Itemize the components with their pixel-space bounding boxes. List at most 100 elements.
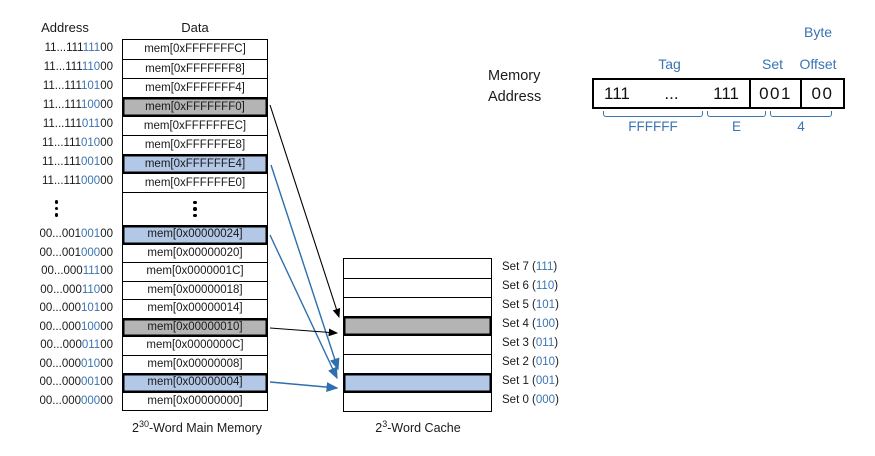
ellipsis-dot	[193, 207, 197, 211]
paren-close: )	[553, 261, 558, 273]
memory-address-label-line1: Memory	[488, 68, 541, 84]
address-set-bits: 110	[81, 61, 101, 73]
address-tag-bits: 11...111	[44, 42, 83, 54]
memory-address-label: Memory Address	[488, 66, 541, 108]
set-field: 001	[749, 80, 800, 107]
hex-digit-label-mid: E	[731, 119, 741, 134]
paren-open: (	[528, 356, 536, 368]
address-offset-bits: 00	[100, 246, 113, 259]
address-tag-bits: 11...111	[42, 80, 82, 92]
data-column-header: Data	[181, 20, 209, 35]
memory-address-label: 11...11110000	[0, 96, 113, 115]
cache-set-row	[344, 392, 491, 411]
address-set-bits: 100	[81, 99, 101, 111]
memory-data-cell: mem[0xFFFFFFF0]	[123, 97, 267, 116]
memory-address-label: 11...11101000	[0, 134, 113, 153]
address-tag-bits: 11...111	[42, 175, 82, 187]
address-tag-bits: 00...000	[39, 320, 82, 333]
hex-digit-label-low: 4	[797, 119, 805, 134]
paren-open: (	[528, 261, 536, 273]
mapping-arrow	[269, 234, 338, 380]
ellipsis-dot	[193, 213, 197, 218]
memory-data-cell: mem[0x00000014]	[123, 299, 267, 318]
address-set-bits: 100	[81, 320, 101, 333]
caption-suffix: -Word Cache	[387, 421, 461, 436]
mapping-arrow	[269, 327, 339, 337]
address-offset-bits: 00	[100, 394, 113, 407]
memory-address-label: 11...11101100	[0, 115, 113, 134]
cache-set-labels: Set 7 (111)Set 6 (110)Set 5 (101)Set 4 (…	[502, 258, 559, 410]
hex-brace-mid	[707, 111, 766, 117]
address-set-bits: 010	[81, 357, 101, 370]
set-index-bits: 001	[535, 375, 556, 387]
address-set-bits: 011	[81, 118, 101, 130]
address-tag-bits: 11...111	[42, 137, 82, 149]
set-name: Set 4	[502, 318, 529, 330]
paren-open: (	[528, 337, 536, 349]
memory-address-label: 00...00011000	[0, 281, 113, 300]
memory-address-label: 11...11111100	[0, 39, 113, 58]
cache-set-row	[344, 259, 491, 278]
address-set-bits: 001	[81, 376, 101, 388]
hex-digit-label-tag: FFFFFF	[628, 119, 678, 134]
set-name: Set 5	[502, 299, 529, 311]
memory-address-label: 00...00000000	[0, 392, 113, 411]
set-index-bits: 000	[535, 394, 556, 406]
address-offset-bits: 00	[100, 376, 113, 388]
memory-data-cell: mem[0x00000020]	[123, 243, 267, 263]
set-name: Set 6	[502, 280, 529, 292]
memory-data-cell: mem[0xFFFFFFEC]	[123, 116, 267, 135]
set-name: Set 0	[502, 394, 529, 406]
memory-data-cell: mem[0xFFFFFFFC]	[144, 43, 246, 55]
cache-set-row	[344, 335, 491, 354]
paren-close: )	[554, 280, 559, 292]
address-set-bits: 111	[82, 265, 101, 277]
cache-set-row	[344, 278, 491, 297]
memory-data-cell: mem[0x00000008]	[123, 354, 267, 374]
address-set-bits: 000	[81, 246, 101, 259]
address-offset-bits: 00	[100, 156, 113, 168]
paren-close: )	[555, 318, 559, 330]
tag-bits-left: 111	[604, 83, 630, 103]
address-offset-bits: 00	[100, 80, 113, 92]
set-index-bits: 110	[535, 280, 555, 292]
mapping-arrow	[270, 164, 340, 371]
address-column-header: Address	[41, 20, 89, 35]
address-tag-bits: 00...000	[40, 283, 82, 296]
memory-data-cell: mem[0x0000000C]	[123, 336, 267, 355]
set-index-bits: 011	[535, 337, 555, 349]
memory-address-box: 111 ... 111 001 00	[592, 78, 845, 109]
memory-address-label-line2: Address	[488, 89, 542, 105]
memory-data-cell: mem[0xFFFFFFF4]	[123, 78, 267, 97]
mapping-arrow	[269, 381, 339, 392]
set-index-bits: 111	[535, 261, 554, 273]
address-tag-bits: 00...000	[39, 357, 82, 370]
address-offset-bits: 00	[100, 339, 113, 351]
address-offset-bits: 00	[100, 357, 113, 370]
cache-set-label: Set 5 (101)	[502, 296, 559, 315]
set-name: Set 1	[502, 375, 529, 387]
set-label: Set	[761, 56, 783, 72]
byte-offset-field: 00	[800, 80, 843, 107]
address-offset-bits: 00	[100, 228, 113, 240]
paren-close: )	[555, 356, 559, 368]
memory-address-label: 11...11100100	[0, 153, 113, 172]
paren-open: (	[528, 375, 536, 387]
memory-data-cell: mem[0x00000004]	[123, 373, 267, 392]
memory-address-label: 11...11111000	[0, 58, 113, 77]
tag-field: 111 ... 111	[594, 80, 749, 107]
memory-data-cell: mem[0xFFFFFFE4]	[123, 154, 267, 173]
memory-address-label: 00...00011100	[0, 262, 113, 281]
set-index-bits: 010	[535, 356, 556, 368]
memory-data-cell: mem[0x00000010]	[123, 317, 267, 336]
offset-label: Offset	[799, 56, 837, 72]
memory-data-ellipsis	[123, 192, 267, 225]
address-tag-bits: 11...111	[42, 99, 82, 111]
mapping-arrow	[269, 104, 341, 319]
address-offset-bits: 00	[100, 175, 113, 187]
paren-open: (	[528, 280, 536, 292]
memory-address-label: 00...00100000	[0, 244, 113, 263]
caption-exponent: 30	[138, 419, 149, 429]
memory-address-label: 11...11110100	[0, 77, 113, 96]
